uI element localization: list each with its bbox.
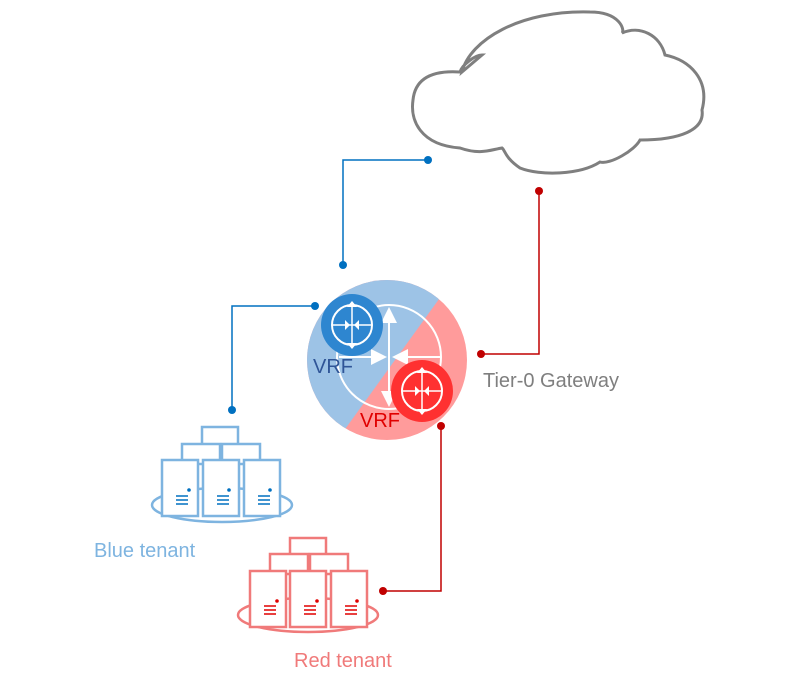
blue-vrf-label: VRF (313, 356, 353, 378)
red-uplink-endpoint-router (477, 350, 485, 358)
blue-uplink-endpoint-router (339, 261, 347, 269)
server (160, 458, 200, 518)
blue-downlink (228, 302, 319, 414)
server (201, 458, 241, 518)
red-downlink (379, 422, 445, 595)
blue-uplink (339, 156, 432, 269)
blue-downlink-endpoint-tenant (228, 406, 236, 414)
blue-tenant-servers (150, 425, 294, 524)
blue-downlink-endpoint-router (311, 302, 319, 310)
server (242, 458, 282, 518)
server (288, 569, 328, 629)
red-downlink-endpoint-router (437, 422, 445, 430)
gateway-router-icon (336, 304, 442, 410)
red-vrf-label: VRF (360, 410, 400, 432)
blue-vrf-router-icon (321, 294, 383, 356)
internet-cloud (411, 10, 706, 175)
red-tenant-servers (236, 536, 380, 634)
gateway-label: Tier-0 Gateway (483, 370, 619, 392)
server (329, 569, 369, 629)
red-uplink-endpoint-cloud (535, 187, 543, 195)
blue-tenant-label: Blue tenant (94, 540, 196, 562)
blue-uplink-endpoint-cloud (424, 156, 432, 164)
red-vrf-router-icon (391, 360, 453, 422)
server (248, 569, 288, 629)
red-uplink (477, 187, 543, 358)
red-tenant-label: Red tenant (294, 650, 392, 672)
red-downlink-endpoint-tenant (379, 587, 387, 595)
